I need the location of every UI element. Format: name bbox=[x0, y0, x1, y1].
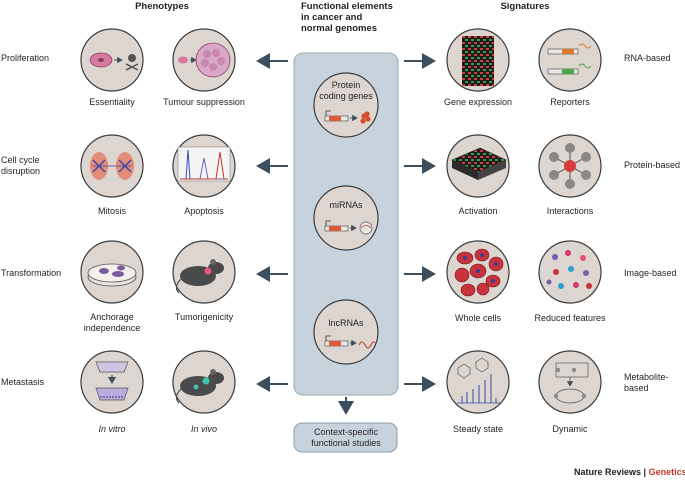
phenotype-label-3: Transformation bbox=[1, 268, 62, 278]
caption-anchorage-2: independence bbox=[83, 323, 141, 333]
circle-reporters bbox=[538, 28, 602, 92]
phenotype-label-2a: Cell cycle bbox=[1, 155, 40, 165]
circle-mitosis bbox=[80, 134, 144, 198]
circle-whole-cells bbox=[446, 240, 510, 304]
caption-reporters: Reporters bbox=[550, 97, 590, 107]
caption-tumorigenicity: Tumorigenicity bbox=[174, 312, 234, 322]
element-label-mirnas: miRNAs bbox=[329, 200, 363, 210]
circle-dynamic bbox=[538, 350, 602, 414]
circle-gene-expression bbox=[446, 28, 510, 92]
caption-steady-state: Steady state bbox=[452, 424, 504, 434]
circle-tumorigenicity bbox=[172, 240, 236, 304]
caption-whole-cells: Whole cells bbox=[454, 313, 502, 323]
signature-label-1: RNA-based bbox=[624, 53, 671, 63]
circle-interactions bbox=[538, 134, 602, 198]
element-circle-protein-coding bbox=[313, 72, 379, 138]
element-circle-lncrnas bbox=[313, 299, 379, 365]
caption-dynamic: Dynamic bbox=[552, 424, 588, 434]
circle-in-vivo bbox=[172, 350, 236, 414]
circle-activation bbox=[446, 134, 510, 198]
header-functional-line2: in cancer and bbox=[301, 12, 363, 23]
circle-in-vitro bbox=[80, 350, 144, 414]
circle-essentiality bbox=[80, 28, 144, 92]
caption-tumour-suppression: Tumour suppression bbox=[163, 97, 245, 107]
signature-label-2: Protein-based bbox=[624, 160, 681, 170]
credit-journal: Nature Reviews bbox=[574, 467, 642, 477]
caption-gene-expression: Gene expression bbox=[443, 97, 513, 107]
element-label-protein-1: Protein bbox=[331, 80, 361, 90]
credit-section: Genetics bbox=[648, 467, 685, 477]
caption-reduced-features: Reduced features bbox=[534, 313, 606, 323]
circle-steady-state bbox=[446, 350, 510, 414]
phenotype-label-4: Metastasis bbox=[1, 377, 45, 387]
signature-label-4a: Metabolite- bbox=[624, 372, 669, 382]
signature-label-4b: based bbox=[624, 383, 649, 393]
circle-apoptosis bbox=[172, 134, 236, 198]
context-line2: functional studies bbox=[311, 438, 381, 448]
caption-mitosis: Mitosis bbox=[97, 206, 127, 216]
caption-interactions: Interactions bbox=[546, 206, 594, 216]
caption-in-vitro: In vitro bbox=[98, 424, 126, 434]
circle-anchorage-independence bbox=[80, 240, 144, 304]
context-line1: Context-specific bbox=[313, 427, 379, 437]
credit-separator: | bbox=[643, 467, 647, 477]
circle-tumour-suppression bbox=[172, 28, 236, 92]
element-label-protein-2: coding genes bbox=[319, 91, 373, 101]
credit-line: Nature Reviews | Genetics bbox=[574, 467, 685, 478]
element-label-lncrnas: lncRNAs bbox=[328, 318, 364, 328]
caption-essentiality: Essentiality bbox=[89, 97, 135, 107]
signature-label-3: Image-based bbox=[624, 268, 677, 278]
caption-activation: Activation bbox=[458, 206, 498, 216]
header-functional-line3: normal genomes bbox=[301, 23, 378, 34]
header-functional-line1: Functional elements bbox=[301, 1, 393, 12]
header-signatures: Signatures bbox=[500, 1, 550, 12]
caption-anchorage-1: Anchorage bbox=[90, 312, 134, 322]
caption-in-vivo: In vivo bbox=[190, 424, 218, 434]
header-phenotypes: Phenotypes bbox=[135, 1, 189, 12]
phenotype-label-1: Proliferation bbox=[1, 53, 50, 63]
context-box bbox=[293, 422, 398, 453]
circle-reduced-features bbox=[538, 240, 602, 304]
phenotype-label-2b: disruption bbox=[1, 166, 41, 176]
element-circle-mirnas bbox=[313, 185, 379, 251]
caption-apoptosis: Apoptosis bbox=[184, 206, 224, 216]
